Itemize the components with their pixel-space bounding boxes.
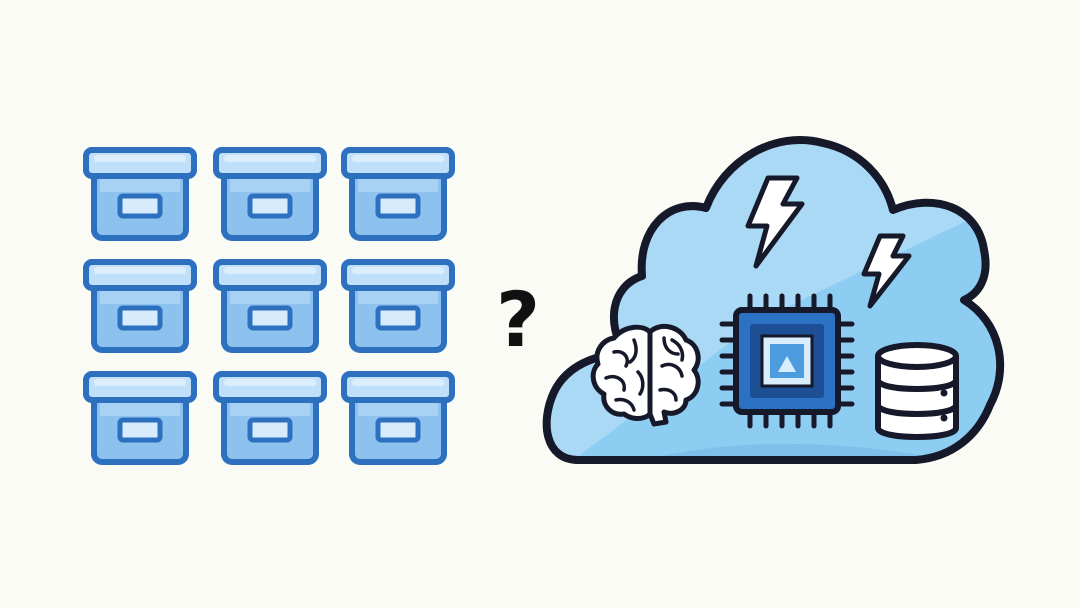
lightning-bolt-icon (745, 175, 805, 269)
storage-box-grid (83, 147, 455, 465)
cpu-chip-icon (719, 293, 855, 429)
storage-box-icon (83, 259, 197, 353)
storage-box-icon (213, 259, 327, 353)
storage-box-icon (341, 371, 455, 465)
lightning-bolt-icon (861, 233, 912, 309)
storage-box-icon (213, 371, 327, 465)
question-mark: ? (496, 275, 540, 364)
brain-icon (590, 323, 701, 427)
storage-box-icon (83, 371, 197, 465)
database-icon (875, 342, 959, 440)
storage-box-icon (341, 147, 455, 241)
storage-box-icon (83, 147, 197, 241)
storage-box-icon (341, 259, 455, 353)
storage-box-icon (213, 147, 327, 241)
